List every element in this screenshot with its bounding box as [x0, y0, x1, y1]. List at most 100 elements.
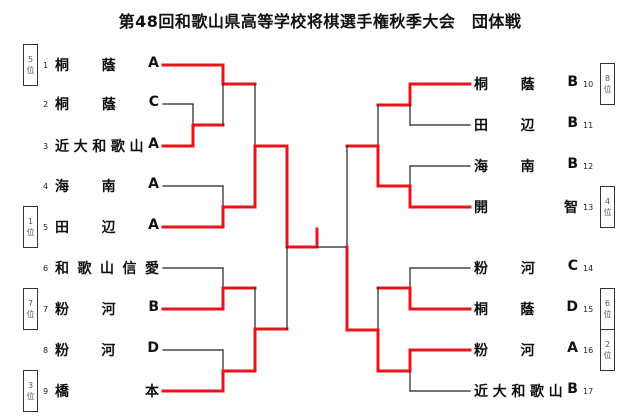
name-char: 河: [520, 261, 535, 277]
name-char: A: [148, 55, 159, 71]
name-char: 蔭: [520, 77, 535, 93]
name-char: 河: [101, 343, 116, 359]
name-char: 近: [55, 139, 69, 155]
seed-number: 5: [43, 222, 49, 232]
name-char: C: [148, 94, 159, 110]
seed-number: 1: [43, 60, 49, 70]
seed-number: 10: [583, 79, 594, 89]
name-char: 辺: [101, 220, 116, 236]
team-entry: 6 和歌山信愛: [43, 258, 159, 278]
seed-number: 2: [43, 99, 49, 109]
name-char: A: [148, 136, 159, 152]
name-char: C: [567, 258, 578, 274]
name-char: 田: [55, 220, 69, 236]
name-char: 大: [492, 384, 507, 400]
name-char: 蔭: [101, 97, 116, 113]
name-char: 愛: [145, 261, 159, 277]
name-char: 和: [55, 261, 69, 277]
seed-number: 9: [43, 386, 49, 396]
rank-unit: 位: [603, 351, 612, 360]
name-char: 山: [129, 139, 144, 155]
name-char: 南: [520, 159, 535, 175]
team-entry: 粉 河 C 14: [474, 258, 595, 278]
name-char: 辺: [520, 118, 535, 134]
seed-number: 13: [583, 202, 594, 212]
name-char: 田: [474, 118, 488, 134]
rank-unit: 位: [26, 228, 35, 237]
rank-unit: 位: [603, 208, 612, 217]
team-name: 和歌山信愛: [55, 258, 159, 278]
seed-number: 16: [583, 345, 594, 355]
rank-number: 1: [27, 217, 34, 226]
name-char: B: [567, 115, 578, 131]
rank-number: 7: [27, 299, 34, 308]
seed-number: 8: [43, 345, 49, 355]
rank-unit: 位: [26, 66, 35, 75]
seed-number: 12: [583, 161, 594, 171]
name-char: 粉: [55, 302, 69, 318]
name-char: B: [567, 156, 578, 172]
rank-number: 2: [604, 340, 611, 349]
seed-number: 14: [583, 263, 594, 273]
name-char: 桐: [474, 302, 488, 318]
seed-number: 3: [43, 141, 49, 151]
name-char: 開: [474, 200, 488, 216]
seed-number: 15: [583, 304, 594, 314]
name-char: 和: [92, 139, 107, 155]
name-char: A: [567, 340, 578, 356]
rank-unit: 位: [603, 85, 612, 94]
name-char: 桐: [55, 58, 69, 74]
name-char: 本: [145, 384, 159, 400]
name-char: 和: [511, 384, 526, 400]
name-char: A: [148, 176, 159, 192]
name-char: 河: [520, 343, 535, 359]
name-char: 蔭: [101, 58, 116, 74]
name-char: D: [566, 299, 578, 315]
name-char: 歌: [529, 384, 544, 400]
rank-number: 5: [27, 55, 34, 64]
name-char: 近: [474, 384, 488, 400]
rank-number: 4: [604, 197, 611, 206]
page-title: 第48回和歌山県高等学校将棋選手権秋季大会 団体戦: [118, 12, 522, 31]
name-char: 信: [122, 261, 137, 277]
name-char: 海: [55, 179, 69, 195]
name-char: 河: [101, 302, 116, 318]
name-char: 粉: [474, 261, 488, 277]
name-char: 粉: [55, 343, 69, 359]
rank-number: 8: [604, 74, 611, 83]
name-char: B: [148, 299, 159, 315]
name-char: 歌: [77, 261, 92, 277]
seed-number: 6: [43, 263, 49, 273]
